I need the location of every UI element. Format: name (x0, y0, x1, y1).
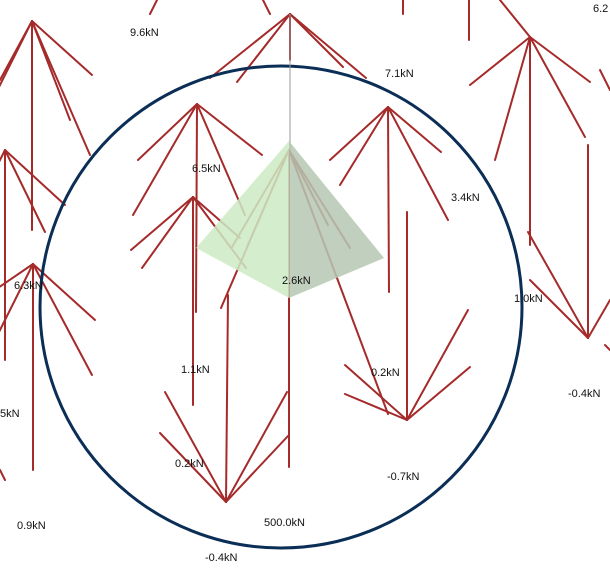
truss-member[interactable] (236, 13, 291, 83)
force-label[interactable]: 7.1kN (385, 68, 414, 80)
truss-member[interactable] (4, 149, 66, 206)
force-label[interactable]: 6.3kN (14, 280, 43, 292)
truss-member[interactable] (225, 435, 289, 503)
force-label[interactable]: 6.2 (593, 3, 608, 15)
truss-member[interactable] (31, 20, 91, 156)
truss-member[interactable] (0, 469, 6, 481)
force-label[interactable]: 3.4kN (451, 192, 480, 204)
pyramid-left-face (196, 141, 289, 298)
truss-member[interactable] (0, 263, 34, 290)
truss-member[interactable] (196, 103, 246, 216)
truss-member[interactable] (149, 0, 158, 15)
force-label[interactable]: -0.7kN (387, 471, 419, 483)
truss-member[interactable] (499, 0, 531, 38)
truss-member[interactable] (262, 0, 271, 15)
force-label[interactable]: -0.4kN (205, 552, 237, 564)
force-label[interactable]: 5kN (0, 408, 20, 420)
force-label-layer: 9.6kN 6.2 7.1kN 6.5kN 3.4kN 6.3kN 2.6kN … (0, 3, 608, 564)
force-label[interactable]: -0.4kN (568, 388, 600, 400)
pyramid-load-marker[interactable] (196, 141, 384, 298)
truss-member[interactable] (494, 36, 531, 161)
truss-member[interactable] (387, 106, 390, 293)
truss-member[interactable] (225, 294, 229, 503)
truss-member[interactable] (225, 391, 288, 503)
force-label[interactable]: 1.0kN (514, 293, 543, 305)
truss-member[interactable] (159, 432, 227, 503)
force-label[interactable]: 0.2kN (175, 458, 204, 470)
truss-member[interactable] (4, 149, 46, 233)
truss-member[interactable] (387, 106, 442, 153)
truss-member[interactable] (469, 36, 531, 86)
force-label[interactable]: 500.0kN (264, 517, 305, 529)
truss-member[interactable] (527, 231, 589, 339)
truss-member[interactable] (164, 391, 227, 503)
truss-member[interactable] (195, 103, 198, 313)
truss-member[interactable] (406, 309, 469, 421)
support-ring[interactable] (38, 64, 524, 550)
truss-member[interactable] (141, 196, 194, 269)
truss-member[interactable] (406, 366, 471, 421)
force-label[interactable]: 9.6kN (130, 27, 159, 39)
pyramid-right-face (289, 141, 384, 298)
truss-member[interactable] (599, 69, 610, 91)
force-label[interactable]: 6.5kN (192, 163, 221, 175)
truss-member[interactable] (209, 13, 291, 79)
truss-member[interactable] (339, 106, 389, 186)
force-label[interactable]: 0.9kN (17, 520, 46, 532)
truss-member[interactable] (344, 364, 408, 421)
force-label[interactable]: 2.6kN (282, 275, 311, 287)
truss-member[interactable] (0, 20, 33, 81)
truss-member[interactable] (130, 196, 194, 251)
truss-member[interactable] (387, 106, 449, 221)
truss-member[interactable] (0, 20, 33, 95)
truss-member[interactable] (529, 36, 591, 83)
truss-member[interactable] (329, 106, 389, 161)
truss-member[interactable] (196, 103, 263, 156)
force-label[interactable]: 1.1kN (181, 364, 210, 376)
truss-member[interactable] (132, 103, 198, 216)
truss-member[interactable] (289, 13, 344, 68)
truss-member[interactable] (0, 149, 6, 170)
truss-member[interactable] (0, 263, 34, 340)
truss-member[interactable] (529, 279, 589, 339)
truss-member[interactable] (32, 263, 93, 376)
truss-member[interactable] (344, 393, 408, 421)
truss-member[interactable] (137, 103, 198, 161)
truss-member[interactable] (289, 13, 367, 79)
truss-member[interactable] (31, 20, 93, 76)
force-label[interactable]: 0.2kN (371, 367, 400, 379)
truss-member[interactable] (604, 344, 610, 351)
truss-member[interactable] (587, 299, 610, 339)
truss-member[interactable] (529, 36, 586, 138)
